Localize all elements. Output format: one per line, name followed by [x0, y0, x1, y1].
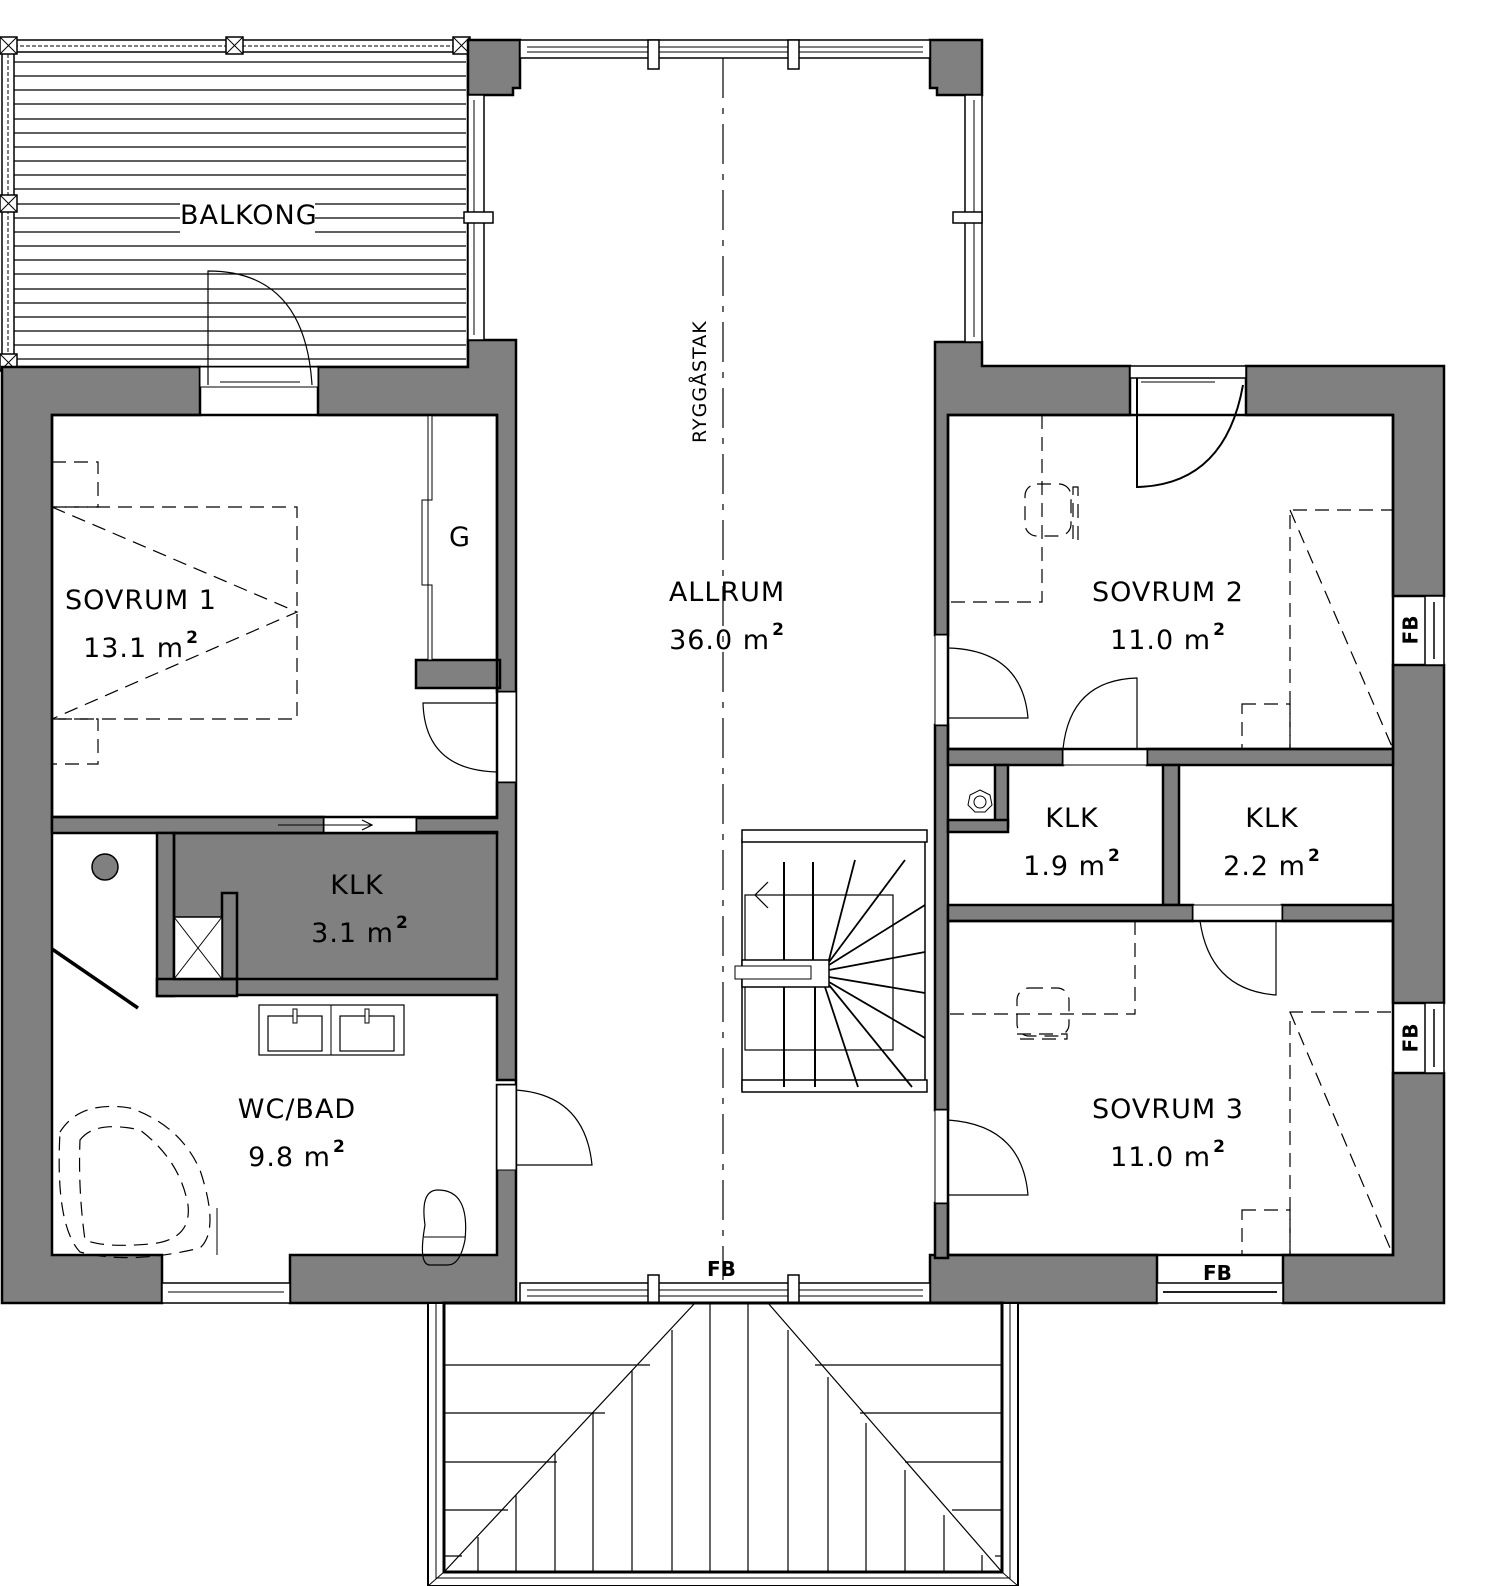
room-outlines	[50, 413, 1395, 1257]
area-value: 9.8 m	[248, 1142, 331, 1173]
room-label-sovrum3: SOVRUM 3	[1092, 1094, 1244, 1125]
area-value: 36.0 m	[669, 625, 771, 656]
unit-superscript: 2	[772, 620, 785, 640]
balcony	[0, 36, 471, 372]
unit-superscript: 2	[1213, 1137, 1226, 1157]
room-label-klk-mid: KLK	[1045, 803, 1099, 834]
ridge-label: RYGGÅSTAK	[689, 320, 711, 443]
furniture	[51, 415, 1394, 1266]
area-value: 11.0 m	[1110, 1142, 1212, 1173]
unit-superscript: 2	[186, 628, 199, 648]
area-value: 11.0 m	[1110, 625, 1212, 656]
room-label-wcbad: WC/BAD	[237, 1094, 357, 1125]
room-label-sovrum1: SOVRUM 1	[65, 585, 217, 616]
entrance-roof	[427, 1301, 1019, 1586]
unit-superscript: 2	[1107, 846, 1121, 866]
room-label-allrum: ALLRUM	[668, 577, 786, 608]
fb-label-right-upper: FB	[1398, 615, 1423, 645]
unit-superscript: 2	[1307, 846, 1321, 866]
fb-label-bottom-center: FB	[707, 1257, 736, 1281]
area-value: 2.2 m	[1223, 851, 1306, 882]
fb-label-bottom-right: FB	[1203, 1261, 1232, 1285]
area-value: 13.1 m	[83, 633, 185, 664]
area-value: 3.1 m	[311, 918, 394, 949]
unit-superscript: 2	[1213, 620, 1226, 640]
area-value: 1.9 m	[1023, 851, 1106, 882]
unit-superscript: 2	[395, 913, 409, 933]
unit-superscript: 2	[332, 1137, 346, 1157]
fb-label-right-lower: FB	[1398, 1023, 1423, 1053]
decking-boards	[14, 61, 466, 360]
windows	[161, 39, 1445, 1304]
room-label-klk-left: KLK	[330, 870, 384, 901]
room-label-klk-right: KLK	[1245, 803, 1299, 834]
room-label-garderob: G	[449, 522, 471, 553]
room-label-sovrum2: SOVRUM 2	[1092, 577, 1244, 608]
stairs	[734, 829, 928, 1093]
room-label-balkong: BALKONG	[180, 200, 318, 231]
